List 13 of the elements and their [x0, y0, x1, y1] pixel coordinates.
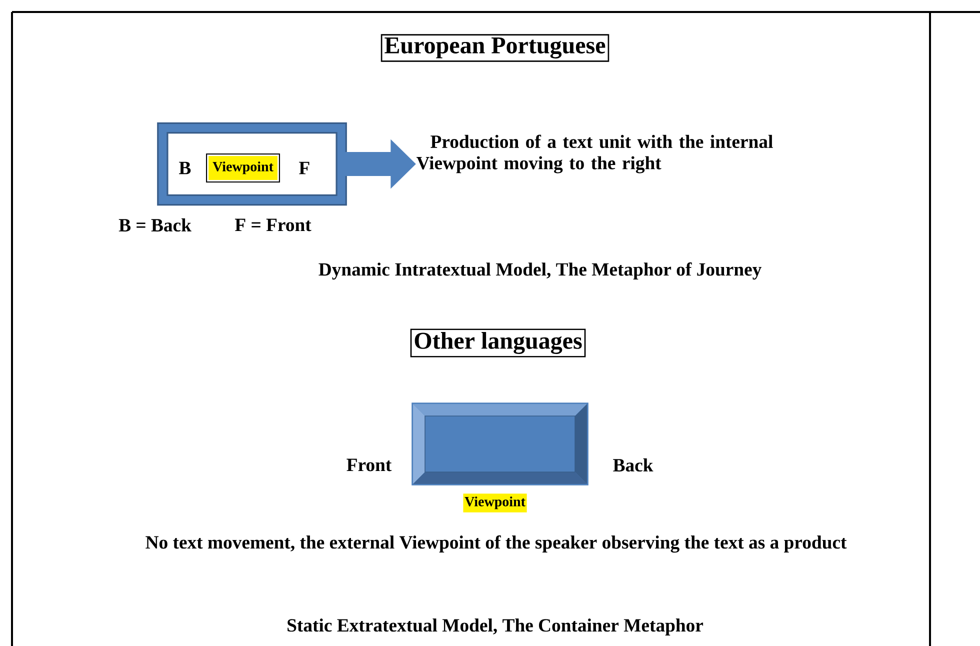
note-text: No text movement, the external Viewpoint of the speaker observing the text as a product	[146, 535, 847, 553]
bevel-box	[412, 402, 588, 486]
note-text: F = Front	[235, 218, 312, 232]
side-label: Front	[346, 458, 392, 472]
viewpoint-label: Viewpoint	[463, 494, 527, 512]
heading-box: European Portuguese	[380, 34, 610, 62]
viewpoint-box: Viewpoint	[206, 153, 280, 183]
description-text: Production of a text unit with the internal Viewpoint moving to the right	[416, 134, 773, 174]
note-text: Static Extratextual Model, The Container Metaphor	[288, 618, 704, 636]
note-text: Dynamic Intratextual Model, The Metaphor of Journey	[318, 262, 762, 280]
note-text: B = Back	[118, 218, 192, 232]
heading-box: Other languages	[410, 328, 586, 358]
side-label: Back	[613, 458, 654, 472]
